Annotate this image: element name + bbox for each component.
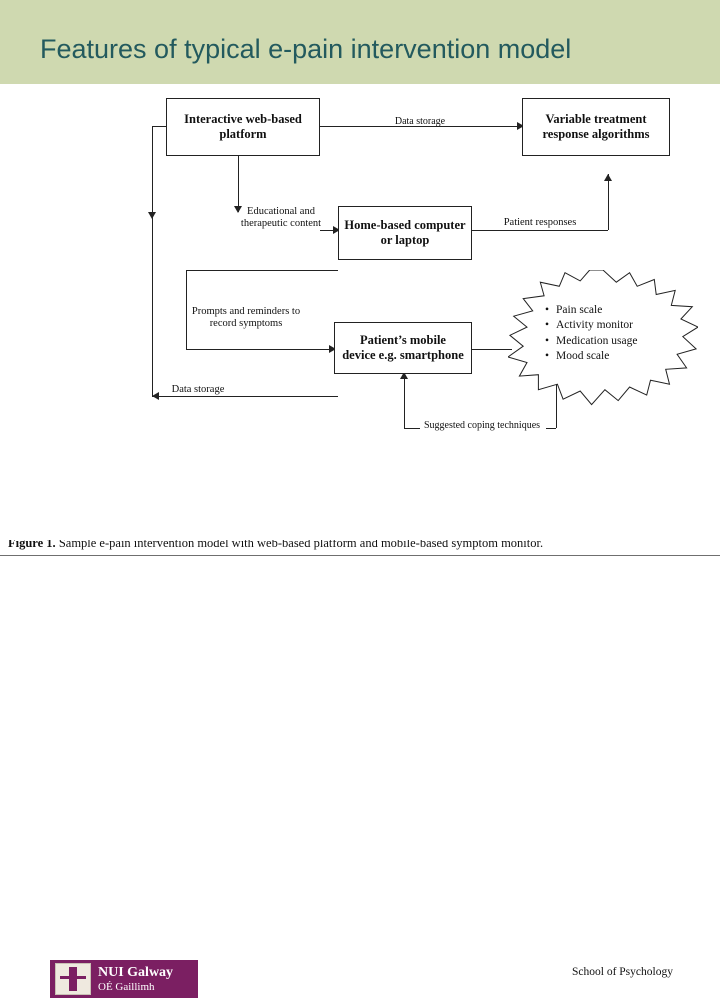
- slide-footer: NUI Galway OÉ Gaillimh School of Psychol…: [0, 476, 720, 998]
- label-prompts-reminders: Prompts and reminders to record symptoms: [191, 306, 301, 330]
- symptom-monitor-list: •Pain scale •Activity monitor •Medicatio…: [545, 300, 685, 366]
- connector-bottom-return: [152, 396, 338, 397]
- monitor-item: •Pain scale: [545, 303, 603, 316]
- connector-coping-star-down: [556, 384, 557, 428]
- bullet-icon: •: [545, 350, 550, 362]
- box-home-computer[interactable]: Home-based computer or laptop: [338, 206, 472, 260]
- box-mobile-device-label: Patient’s mobile device e.g. smartphone: [342, 333, 464, 362]
- connector-coping-down: [404, 372, 405, 428]
- logo-text: NUI Galway OÉ Gaillimh: [98, 965, 173, 994]
- connector-coping-right: [404, 428, 420, 429]
- connector-coping-from-star: [546, 428, 556, 429]
- arrowhead-home-in: [333, 226, 340, 234]
- label-coping-techniques: Suggested coping techniques: [423, 420, 541, 431]
- title-band: Features of typical e-pain intervention …: [0, 0, 720, 84]
- label-data-storage-bottom: Data storage: [171, 384, 225, 395]
- label-educational-content: Educational and therapeutic content: [240, 206, 322, 230]
- nui-galway-logo: NUI Galway OÉ Gaillimh: [50, 960, 198, 998]
- connector-into-web-platform: [152, 126, 174, 127]
- page-title: Features of typical e-pain intervention …: [40, 34, 572, 64]
- arrowhead-algorithms-in: [517, 122, 524, 130]
- bullet-icon: •: [545, 334, 550, 347]
- figure-area: Interactive web-based platform Variable …: [0, 84, 720, 556]
- box-mobile-device[interactable]: Patient’s mobile device e.g. smartphone: [334, 322, 472, 374]
- box-algorithms-label: Variable treatment response algorithms: [542, 112, 650, 141]
- connector-top-row: [318, 126, 522, 127]
- box-algorithms[interactable]: Variable treatment response algorithms: [522, 98, 670, 156]
- arrowhead-algorithms-up: [604, 174, 612, 181]
- bullet-icon: •: [545, 319, 550, 331]
- connector-prompts-to-mobile: [186, 349, 334, 350]
- logo-line1: NUI Galway: [98, 964, 174, 980]
- logo-line2: OÉ Gaillimh: [98, 980, 155, 993]
- connector-left-spine: [152, 126, 153, 396]
- caption-divider: [0, 555, 720, 556]
- box-home-computer-label: Home-based computer or laptop: [344, 218, 466, 247]
- connector-mobile-to-monitor: [470, 349, 512, 350]
- connector-algorithms-down: [608, 174, 609, 230]
- arrowhead-left-spine-down: [148, 212, 156, 219]
- connector-patient-responses: [470, 230, 608, 231]
- connector-education-to-home: [320, 230, 338, 231]
- label-patient-responses: Patient responses: [503, 217, 577, 228]
- arrowhead-bottom-return: [152, 392, 159, 400]
- school-label: School of Psychology: [572, 966, 673, 978]
- monitor-item: •Activity monitor: [545, 319, 633, 331]
- crest-icon: [55, 963, 91, 995]
- label-data-storage-top: Data storage: [394, 116, 446, 127]
- monitor-item: •Medication usage: [545, 334, 638, 347]
- connector-web-down: [238, 154, 239, 212]
- box-web-platform-label: Interactive web-based platform: [184, 112, 302, 141]
- arrowhead-coping-up: [400, 372, 408, 379]
- connector-prompts-spine: [186, 270, 187, 349]
- arrowhead-mobile-in: [329, 345, 336, 353]
- bullet-icon: •: [545, 303, 550, 316]
- monitor-item: •Mood scale: [545, 350, 610, 362]
- box-web-platform[interactable]: Interactive web-based platform: [166, 98, 320, 156]
- arrowhead-web-down: [234, 206, 242, 213]
- connector-home-to-prompts: [186, 270, 338, 271]
